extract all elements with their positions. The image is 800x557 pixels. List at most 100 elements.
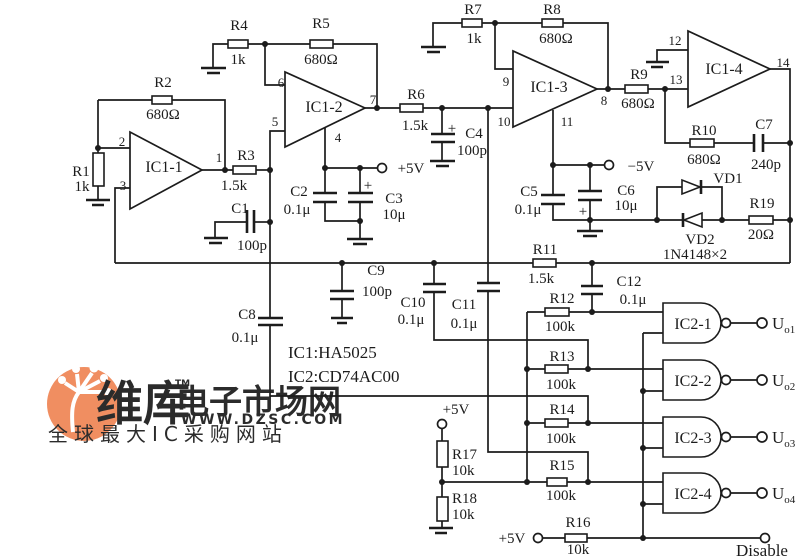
resistor-R3 xyxy=(232,165,257,175)
terminals xyxy=(376,159,771,544)
svg-text:R11: R11 xyxy=(533,242,557,258)
terminal-plus5v-3 xyxy=(532,532,544,544)
svg-text:C7: C7 xyxy=(755,117,773,133)
svg-text:1k: 1k xyxy=(467,31,483,47)
pin-number: 12 xyxy=(669,33,682,48)
svg-text:100k: 100k xyxy=(546,377,577,393)
svg-text:10μ: 10μ xyxy=(382,207,405,223)
capacitor-C5 xyxy=(541,193,565,206)
opamp-IC1-1: IC1-1 2 3 1 xyxy=(119,130,223,211)
opamp-IC1-4: IC1-4 12 13 14 xyxy=(669,29,790,109)
svg-text:R8: R8 xyxy=(543,2,561,18)
resistor-R12 xyxy=(544,307,570,317)
svg-text:R3: R3 xyxy=(237,148,255,164)
svg-text:0.1μ: 0.1μ xyxy=(232,330,259,346)
watermark-slogan: 全球最大IC采购网站 xyxy=(48,422,288,446)
svg-text:0.1μ: 0.1μ xyxy=(515,202,542,218)
svg-text:1.5k: 1.5k xyxy=(221,178,248,194)
resistor-R19 xyxy=(748,215,774,225)
opamp-label: IC1-2 xyxy=(305,99,342,116)
resistor-R11 xyxy=(532,258,557,268)
ground-symbols xyxy=(86,45,669,535)
plus5v-label: +5V xyxy=(443,402,470,418)
resistor-R17 xyxy=(436,440,449,468)
capacitor-C7 xyxy=(752,134,765,152)
diode-VD2 xyxy=(681,211,703,229)
opamp-label: IC1-4 xyxy=(705,61,742,78)
plus5v-label: +5V xyxy=(398,161,425,177)
pin-number: 5 xyxy=(272,114,279,129)
resistor-R6 xyxy=(399,103,424,113)
output-terminal-uo4 xyxy=(756,487,768,499)
resistor-R7 xyxy=(461,18,483,28)
note-ic2: IC2:CD74AC00 xyxy=(288,367,399,386)
pin-number: 1 xyxy=(216,150,223,165)
watermark-logo-dots xyxy=(58,363,112,396)
capacitor-C8 xyxy=(258,316,283,327)
pin-number: 10 xyxy=(498,114,511,129)
output-terminal-uo1 xyxy=(756,317,768,329)
svg-text:R17: R17 xyxy=(452,447,478,463)
svg-text:C10: C10 xyxy=(400,295,425,311)
svg-text:680Ω: 680Ω xyxy=(539,31,573,47)
watermark-tm: TM xyxy=(175,379,190,389)
svg-text:Uo2: Uo2 xyxy=(772,371,795,393)
svg-text:C8: C8 xyxy=(238,307,256,323)
svg-text:C2: C2 xyxy=(290,184,308,200)
svg-text:R7: R7 xyxy=(464,2,482,18)
terminal-disable xyxy=(759,532,771,544)
svg-text:0.1μ: 0.1μ xyxy=(451,316,478,332)
svg-text:R14: R14 xyxy=(549,402,575,418)
gate-label: IC2-2 xyxy=(674,373,711,390)
svg-text:680Ω: 680Ω xyxy=(687,152,721,168)
plus5v-label: +5V xyxy=(499,531,526,547)
gate-label: IC2-4 xyxy=(674,486,711,503)
resistor-R5 xyxy=(309,39,334,49)
junction-dots xyxy=(95,20,793,541)
terminal-plus5v-2 xyxy=(436,418,448,430)
opamp-label: IC1-1 xyxy=(145,159,182,176)
gate-label: IC2-3 xyxy=(674,430,711,447)
svg-text:10k: 10k xyxy=(567,542,590,557)
resistor-R4 xyxy=(227,39,249,49)
pin-number: 7 xyxy=(370,92,377,107)
svg-text:C5: C5 xyxy=(520,184,538,200)
capacitor-C11 xyxy=(477,281,500,293)
svg-text:C6: C6 xyxy=(617,183,635,199)
watermark-url: WWW.DZSC.COM xyxy=(181,412,345,428)
watermark: 维库 电子市场网 TM WWW.DZSC.COM 全球最大IC采购网站 xyxy=(47,363,345,446)
svg-text:100k: 100k xyxy=(546,488,577,504)
svg-text:R1: R1 xyxy=(72,164,90,180)
capacitor-C4 xyxy=(431,132,455,144)
polarity-plus: + xyxy=(579,204,587,220)
component-labels: R1 1k R2 680Ω R3 1.5k R4 1k R5 680Ω R6 1… xyxy=(72,2,781,557)
disable-label: Disable xyxy=(736,541,788,557)
diode-label-vd2: VD2 xyxy=(685,232,714,248)
nand-gate-IC2-3: IC2-3 xyxy=(662,416,732,458)
output-labels: Uo1 Uo2 Uo3 Uo4 Disable xyxy=(736,314,796,557)
svg-text:100k: 100k xyxy=(546,431,577,447)
svg-text:R5: R5 xyxy=(312,16,330,32)
svg-text:680Ω: 680Ω xyxy=(304,52,338,68)
svg-text:R19: R19 xyxy=(749,196,774,212)
diode-part-note: 1N4148×2 xyxy=(663,247,727,263)
svg-text:C11: C11 xyxy=(452,297,476,313)
svg-text:R4: R4 xyxy=(230,18,248,34)
nand-gate-IC2-2: IC2-2 xyxy=(662,359,732,401)
resistors xyxy=(92,18,774,543)
svg-text:C3: C3 xyxy=(385,191,403,207)
capacitor-C12 xyxy=(581,284,603,296)
svg-text:Uo3: Uo3 xyxy=(772,428,796,450)
note-ic1: IC1:HA5025 xyxy=(288,343,377,362)
svg-text:100p: 100p xyxy=(362,284,392,300)
pin-number: 6 xyxy=(278,75,285,90)
svg-text:C12: C12 xyxy=(616,274,641,290)
watermark-cn-rest: 电子市场网 xyxy=(176,382,341,421)
svg-text:100p: 100p xyxy=(237,238,267,254)
watermark-logo-pattern xyxy=(63,371,103,433)
pin-number: 2 xyxy=(119,134,126,149)
resistor-R16 xyxy=(564,533,588,543)
svg-text:240p: 240p xyxy=(751,157,781,173)
svg-text:100p: 100p xyxy=(457,143,487,159)
